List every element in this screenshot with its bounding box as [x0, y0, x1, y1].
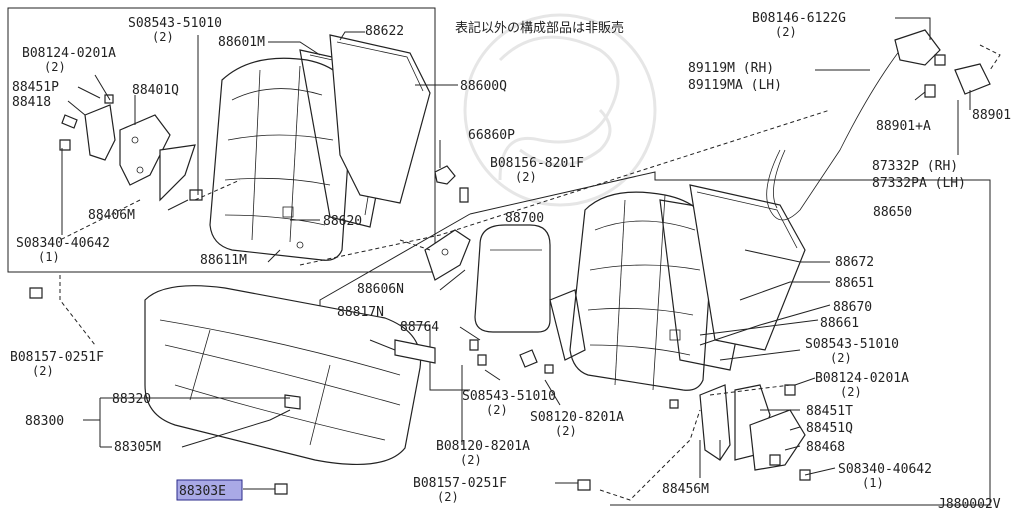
label-88468[interactable]: 88468 — [806, 440, 845, 455]
label-s08120-8201A-mid[interactable]: S08120-8201A — [530, 410, 624, 425]
armrest-88700 — [474, 224, 551, 333]
qty-b08124-0201A-right: (2) — [840, 385, 862, 399]
watermark-emblem — [463, 13, 657, 207]
assembly-dash-lines — [59, 109, 831, 501]
label-88406M[interactable]: 88406M — [88, 208, 135, 223]
label-88451Q[interactable]: 88451Q — [806, 421, 853, 436]
qty-b08120-8201A: (2) — [460, 453, 482, 467]
label-88700[interactable]: 88700 — [505, 211, 544, 226]
label-88300[interactable]: 88300 — [25, 414, 64, 429]
group-box-seatback-left — [7, 7, 436, 273]
note-text: 表記以外の構成部品は非販売 — [455, 20, 624, 36]
label-88451P[interactable]: 88451P — [12, 80, 59, 95]
seatback-right-drawing — [549, 184, 806, 391]
qty-b08124-0201A-left: (2) — [44, 60, 66, 74]
qty-s08340-40642-right: (1) — [862, 476, 884, 490]
label-88451T[interactable]: 88451T — [806, 404, 853, 419]
label-88901[interactable]: 88901 — [972, 108, 1011, 123]
label-88650[interactable]: 88650 — [873, 205, 912, 220]
qty-b08146-6122G: (2) — [775, 25, 797, 39]
seatback-left-drawing — [209, 34, 431, 261]
label-66860P[interactable]: 66860P — [468, 128, 515, 143]
label-b08124-0201A-right[interactable]: B08124-0201A — [815, 371, 909, 386]
label-88670[interactable]: 88670 — [833, 300, 872, 315]
label-s08543-51010-top[interactable]: S08543-51010 — [128, 16, 222, 31]
label-89119MA[interactable]: 89119MA (LH) — [688, 78, 782, 93]
label-88620[interactable]: 88620 — [323, 214, 362, 229]
label-b08124-0201A-left[interactable]: B08124-0201A — [22, 46, 116, 61]
seat-cushion-88300 — [144, 285, 422, 465]
hardware-bolts — [29, 287, 679, 495]
clip-66860P — [434, 165, 456, 185]
label-88456M[interactable]: 88456M — [662, 482, 709, 497]
label-88764[interactable]: 88764 — [400, 320, 439, 335]
hinge-bracket-right — [699, 384, 811, 481]
label-88303E-highlighted[interactable]: 88303E — [179, 484, 226, 499]
label-b08157-0251F-left[interactable]: B08157-0251F — [10, 350, 104, 365]
label-88817N[interactable]: 88817N — [337, 305, 384, 320]
qty-s08340-40642-left: (1) — [38, 250, 60, 264]
qty-b08157-0251F-bottom: (2) — [437, 490, 459, 504]
label-88611M[interactable]: 88611M — [200, 253, 247, 268]
label-s08543-51010-right[interactable]: S08543-51010 — [805, 337, 899, 352]
label-88606N[interactable]: 88606N — [357, 282, 404, 297]
label-88651[interactable]: 88651 — [835, 276, 874, 291]
label-88305M[interactable]: 88305M — [114, 440, 161, 455]
label-88672[interactable]: 88672 — [835, 255, 874, 270]
label-b08156-8201F[interactable]: B08156-8201F — [490, 156, 584, 171]
qty-s08543-51010-mid: (2) — [486, 403, 508, 417]
qty-s08543-51010-right: (2) — [830, 351, 852, 365]
label-b08157-0251F-bottom[interactable]: B08157-0251F — [413, 476, 507, 491]
label-88418[interactable]: 88418 — [12, 95, 51, 110]
label-88622[interactable]: 88622 — [365, 24, 404, 39]
qty-b08157-0251F-left: (2) — [32, 364, 54, 378]
label-88661[interactable]: 88661 — [820, 316, 859, 331]
label-s08543-51010-mid[interactable]: S08543-51010 — [462, 389, 556, 404]
label-87332PA[interactable]: 87332PA (LH) — [872, 176, 966, 191]
label-87332P[interactable]: 87332P (RH) — [872, 159, 958, 174]
hinge-bracket-left — [59, 94, 203, 202]
label-89119M[interactable]: 89119M (RH) — [688, 61, 774, 76]
label-b08146-6122G[interactable]: B08146-6122G — [752, 11, 846, 26]
cable-assembly — [766, 29, 1001, 221]
highlight-88303E-box — [176, 479, 243, 501]
label-88320[interactable]: 88320 — [112, 392, 151, 407]
label-88401Q[interactable]: 88401Q — [132, 83, 179, 98]
qty-s08543-51010-top: (2) — [152, 30, 174, 44]
label-s08340-40642-right[interactable]: S08340-40642 — [838, 462, 932, 477]
bracket-88606N — [424, 187, 471, 281]
label-88601M[interactable]: 88601M — [218, 35, 265, 50]
label-88901-A[interactable]: 88901+A — [876, 119, 931, 134]
diagram-code: J880002V — [938, 497, 1001, 510]
qty-b08156-8201F: (2) — [515, 170, 537, 184]
label-88600Q[interactable]: 88600Q — [460, 79, 507, 94]
label-s08340-40642-left[interactable]: S08340-40642 — [16, 236, 110, 251]
leader-lines — [61, 17, 971, 490]
qty-s08120-8201A-mid: (2) — [555, 424, 577, 438]
label-b08120-8201A[interactable]: B08120-8201A — [436, 439, 530, 454]
